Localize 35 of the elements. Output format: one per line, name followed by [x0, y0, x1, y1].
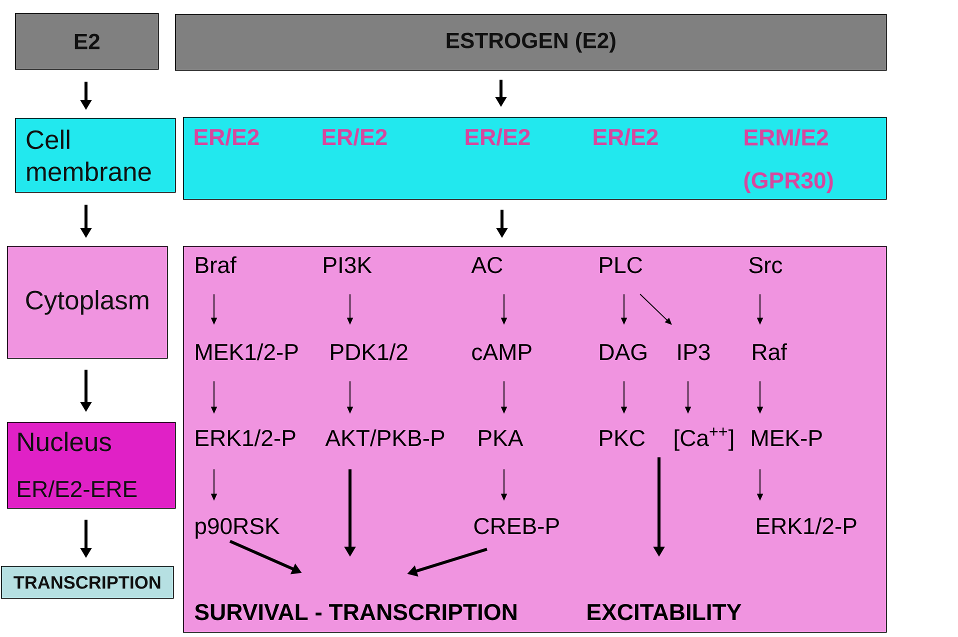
molecule-label: Raf — [753, 343, 788, 360]
molecule-label: ERK1/2-P — [196, 429, 296, 446]
molecule-label: ERK1/2-P — [757, 517, 856, 534]
molecule-label: Braf — [196, 256, 236, 274]
compartment-box: Nucleus ER/E2-ERE — [7, 422, 176, 509]
molecule-label: AKT/PKB-P — [325, 429, 444, 446]
membrane-band — [183, 117, 887, 200]
receptor-label: ER/E2 — [594, 128, 658, 146]
molecule-label: [Ca$^{++}$] — [674, 428, 734, 451]
compartment-box: Cell membrane — [15, 118, 176, 193]
molecule-label: cAMP — [472, 344, 532, 360]
header-box: ESTROGEN (E2) — [175, 14, 887, 71]
output-box: TRANSCRIPTION — [1, 566, 174, 599]
molecule-label: PLC — [600, 256, 642, 274]
outcome-label: SURVIVAL - TRANSCRIPTION — [194, 604, 516, 620]
receptor-label: ER/E2 — [194, 128, 259, 146]
molecule-label: MEK1/2-P — [196, 343, 298, 360]
molecule-label: DAG — [600, 344, 646, 360]
molecule-label: CREB-P — [474, 518, 559, 534]
molecule-label: MEK-P — [752, 430, 822, 446]
header-box: E2 — [15, 13, 159, 70]
receptor-label: ER/E2 — [322, 128, 387, 146]
molecule-label: IP3 — [678, 344, 710, 360]
receptor-label: ER/E2 — [466, 128, 530, 146]
molecule-label: AC — [471, 256, 502, 274]
outcome-label: EXCITABILITY — [588, 604, 742, 620]
cytoplasm-panel — [183, 246, 887, 633]
receptor-label: ERM/E2 (GPR30) — [744, 128, 833, 194]
molecule-label: PKC — [600, 430, 645, 446]
molecule-label: p90RSK — [196, 518, 280, 539]
molecule-label: Src — [749, 256, 782, 274]
molecule-label: PKA — [479, 430, 524, 446]
compartment-box: Cytoplasm — [7, 246, 168, 359]
molecule-label: PI3K — [324, 256, 372, 274]
molecule-label: PDK1/2 — [331, 343, 408, 360]
